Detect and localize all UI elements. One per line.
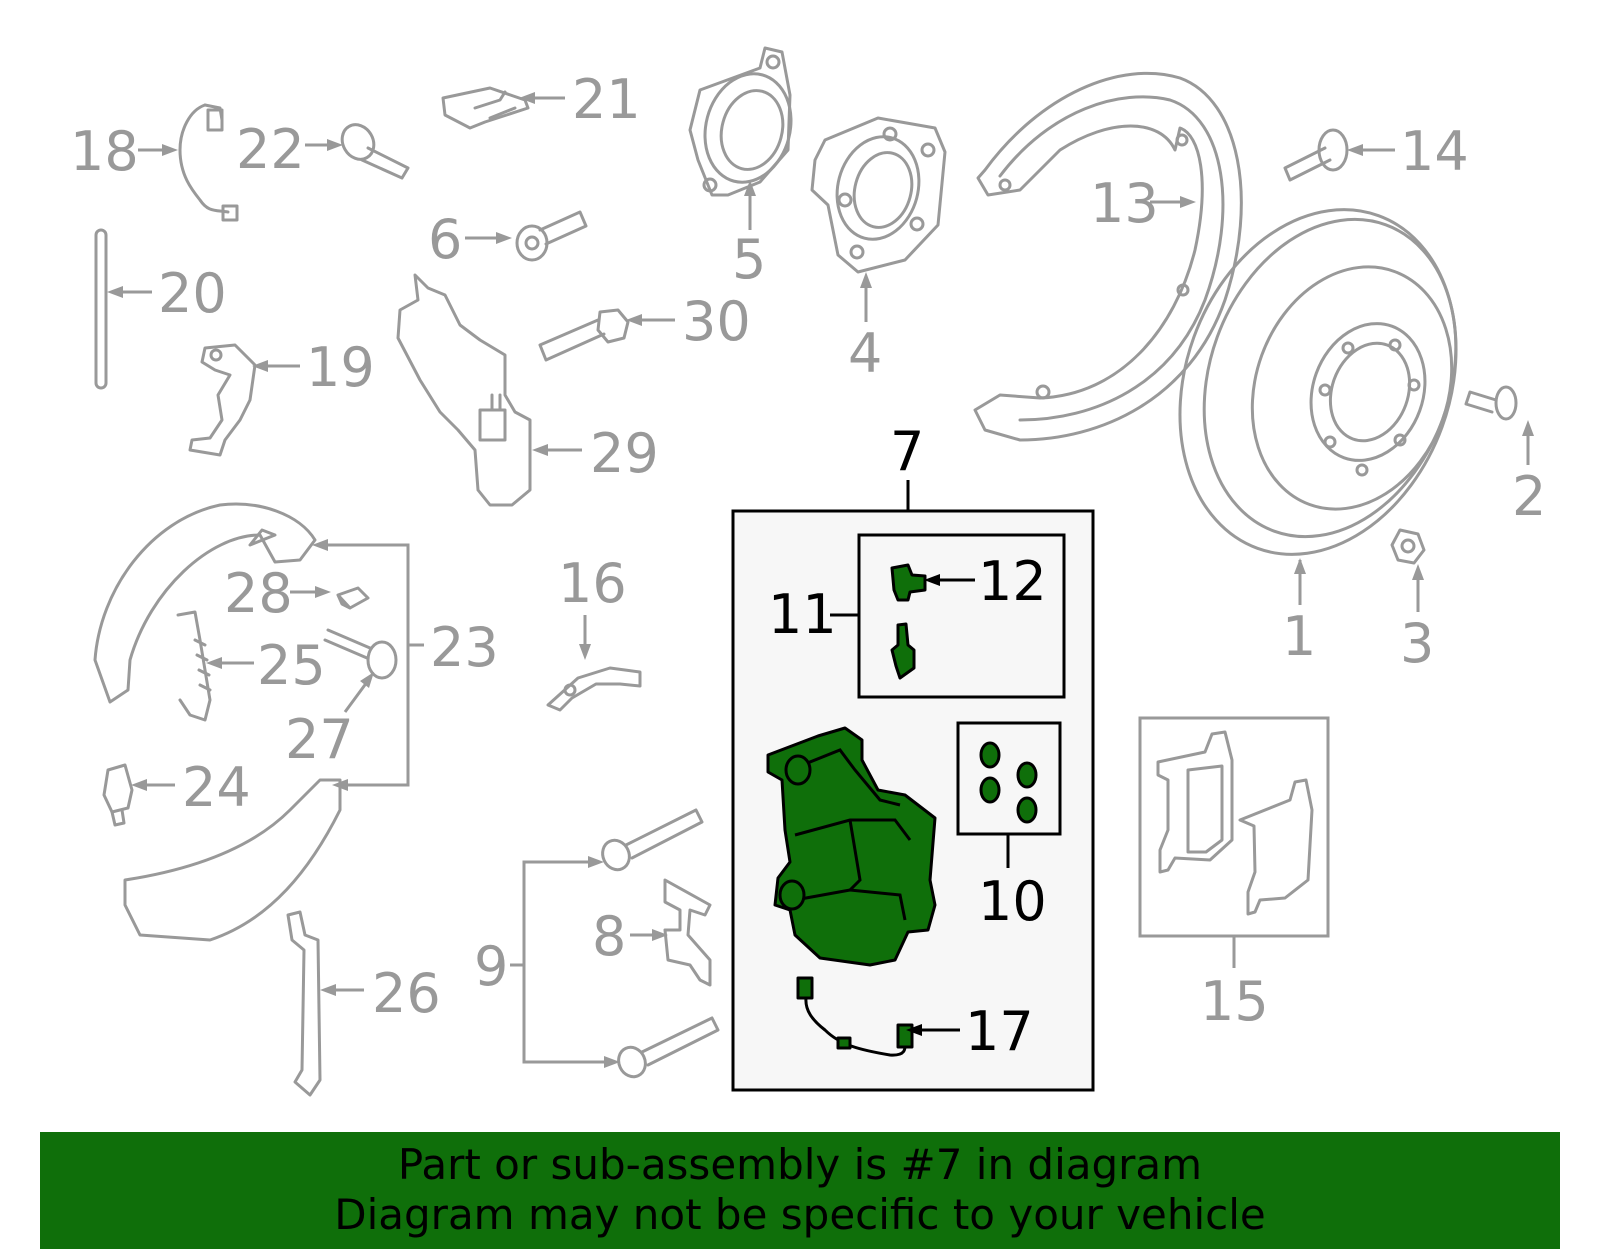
callout-1[interactable]: 1	[1282, 605, 1316, 668]
seals-10-part[interactable]	[979, 741, 1038, 824]
callout-24[interactable]: 24	[182, 756, 251, 819]
leader-lines	[107, 92, 1534, 1068]
callout-18[interactable]: 18	[70, 120, 139, 183]
callout-17[interactable]: 17	[965, 1000, 1034, 1063]
bracket-19-part[interactable]	[188, 343, 257, 457]
callout-14[interactable]: 14	[1400, 120, 1469, 183]
bracket-29-part[interactable]	[396, 273, 532, 507]
clip-21-part[interactable]	[441, 86, 530, 130]
bleeder-screw-12-part[interactable]	[890, 563, 927, 602]
bolt-22-part[interactable]	[336, 119, 410, 180]
callout-30[interactable]: 30	[682, 290, 751, 353]
callout-9[interactable]: 9	[474, 935, 508, 998]
callout-5[interactable]: 5	[732, 228, 766, 291]
brake-pads-part[interactable]	[1138, 716, 1330, 938]
callout-21[interactable]: 21	[572, 68, 641, 131]
dust-shield-part[interactable]	[973, 71, 1243, 442]
callout-16[interactable]: 16	[558, 552, 627, 615]
banner-line-disclaimer: Diagram may not be specific to your vehi…	[334, 1190, 1266, 1239]
callout-6[interactable]: 6	[428, 208, 462, 271]
bleeder-cap-part[interactable]	[890, 622, 916, 680]
callout-20[interactable]: 20	[158, 262, 227, 325]
sensor-16-part[interactable]	[546, 666, 642, 712]
bolt-6-part[interactable]	[515, 210, 588, 262]
callout-19[interactable]: 19	[306, 336, 375, 399]
callout-23[interactable]: 23	[430, 616, 499, 679]
info-banner: Part or sub-assembly is #7 in diagram Di…	[40, 1132, 1560, 1249]
cord-20-part[interactable]	[94, 228, 108, 390]
pin-27-part[interactable]	[323, 628, 398, 680]
callout-7[interactable]: 7	[890, 420, 924, 483]
bearing-housing-part[interactable]	[688, 46, 803, 197]
callout-11[interactable]: 11	[768, 583, 837, 646]
callout-2[interactable]: 2	[1512, 465, 1546, 528]
callout-13[interactable]: 13	[1090, 172, 1159, 235]
callout-28[interactable]: 28	[224, 562, 293, 625]
bolts-9-part[interactable]	[598, 808, 720, 1081]
clip-28-part[interactable]	[336, 586, 370, 610]
brake-rotor-part[interactable]	[1133, 171, 1502, 594]
shoe-set-23-part[interactable]	[93, 502, 342, 942]
callout-27[interactable]: 27	[285, 708, 354, 771]
banner-line-part-callout: Part or sub-assembly is #7 in diagram	[397, 1140, 1203, 1189]
callout-25[interactable]: 25	[257, 634, 326, 697]
callout-labels: 1 2 3 4 5 6 7 8 9 10 11 12 13 14 15 16 1…	[70, 68, 1546, 1063]
wheel-stud-part[interactable]	[1464, 385, 1518, 421]
wear-sensor-17-part[interactable]	[796, 976, 914, 1057]
bolt-14-part[interactable]	[1283, 128, 1349, 182]
callout-29[interactable]: 29	[590, 422, 659, 485]
spring-25-part[interactable]	[176, 610, 212, 722]
wheel-hub-part[interactable]	[810, 116, 947, 274]
callout-4[interactable]: 4	[848, 322, 882, 385]
clip-8-part[interactable]	[663, 878, 712, 987]
bolt-30-part[interactable]	[538, 308, 630, 362]
callout-15[interactable]: 15	[1200, 970, 1269, 1033]
parts-diagram: 1 2 3 4 5 6 7 8 9 10 11 12 13 14 15 16 1…	[70, 46, 1546, 1097]
lug-nut-part[interactable]	[1390, 528, 1426, 565]
caliper-assembly-box[interactable]	[731, 509, 1095, 1092]
callout-22[interactable]: 22	[236, 118, 305, 181]
callout-3[interactable]: 3	[1400, 612, 1434, 675]
caliper-body-part[interactable]	[766, 726, 937, 967]
callout-12[interactable]: 12	[978, 550, 1047, 613]
sensor-24-part[interactable]	[102, 763, 134, 827]
callout-10[interactable]: 10	[978, 870, 1047, 933]
speed-sensor-18-part[interactable]	[178, 103, 239, 222]
callout-26[interactable]: 26	[372, 962, 441, 1025]
callout-8[interactable]: 8	[592, 905, 626, 968]
lever-26-part[interactable]	[286, 910, 322, 1097]
